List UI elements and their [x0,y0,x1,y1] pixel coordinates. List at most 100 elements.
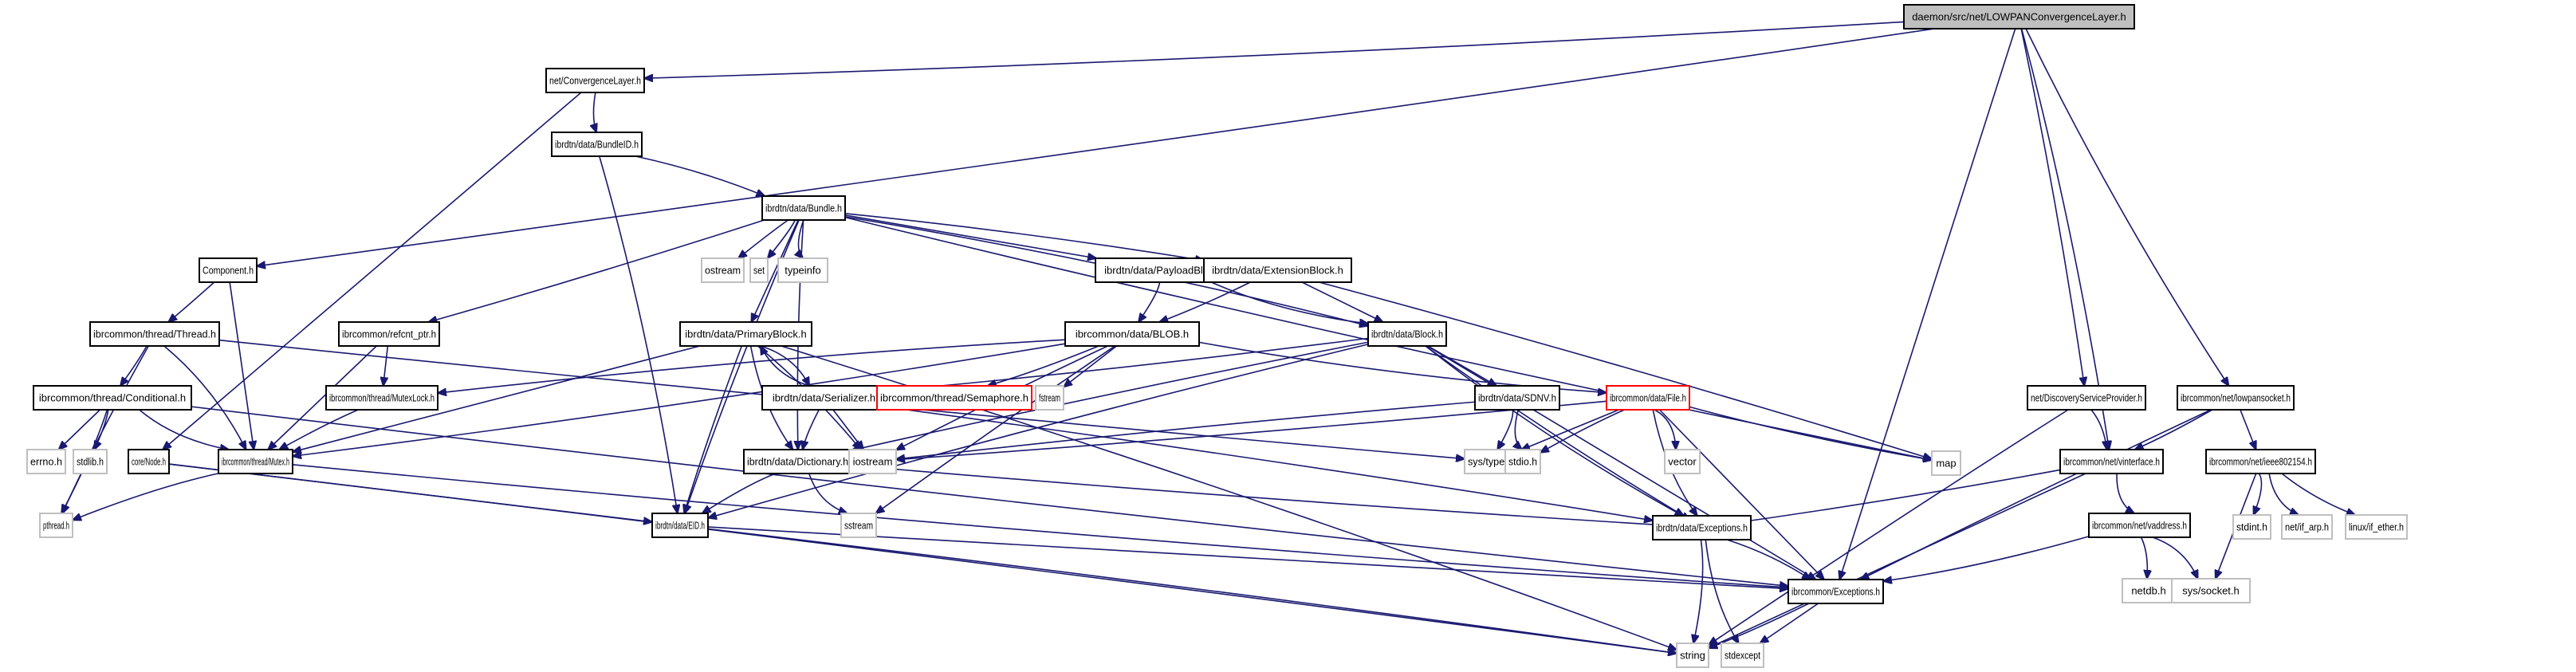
node-vector[interactable]: vector [1664,449,1701,474]
node-box-ostream[interactable] [701,257,745,283]
node-box-vaddress[interactable] [2088,513,2191,538]
node-mutex[interactable]: ibrcommon/thread/Mutex.h [218,449,293,474]
node-stdlib[interactable]: stdlib.h [73,449,108,474]
edge-thread-to-mutex [163,345,246,450]
node-fstream[interactable]: fstream [1035,385,1064,411]
node-refcnt[interactable]: ibrcommon/refcnt_ptr.h [338,321,440,347]
node-discovery[interactable]: net/DiscoveryServiceProvider.h [2027,385,2146,411]
node-sdnv[interactable]: ibrdtn/data/SDNV.h [1474,385,1560,411]
node-box-stdint[interactable] [2232,514,2271,540]
node-box-blob[interactable] [1064,321,1200,347]
node-stdio[interactable]: stdio.h [1504,449,1541,474]
node-box-iostream[interactable] [848,449,897,474]
node-box-sstream[interactable] [840,513,877,538]
node-thread[interactable]: ibrcommon/thread/Thread.h [89,321,220,347]
node-box-component[interactable] [199,257,258,283]
node-box-vinterface[interactable] [2059,449,2164,474]
node-box-extension[interactable] [1203,257,1352,283]
edge-conditional-to-commonexceptions [191,406,1788,586]
node-box-vector[interactable] [1664,449,1701,474]
node-box-commonexceptions[interactable] [1787,579,1884,604]
node-vinterface[interactable]: ibrcommon/net/vinterface.h [2059,449,2164,474]
node-stdint[interactable]: stdint.h [2232,514,2271,540]
node-commonexceptions[interactable]: ibrcommon/Exceptions.h [1787,579,1884,604]
node-vaddress[interactable]: ibrcommon/net/vaddress.h [2088,513,2191,538]
node-box-discovery[interactable] [2027,385,2146,411]
node-conditional[interactable]: ibrcommon/thread/Conditional.h [33,385,192,411]
node-box-typeinfo[interactable] [777,257,828,283]
node-box-ifarp[interactable] [2281,514,2333,540]
node-component[interactable]: Component.h [199,257,258,283]
node-box-convlayer[interactable] [545,68,645,93]
node-box-file[interactable] [1606,385,1690,411]
node-box-errno[interactable] [26,449,66,474]
node-ifarp[interactable]: net/if_arp.h [2281,514,2333,540]
edge-thread-to-pthread [62,345,149,513]
node-sstream[interactable]: sstream [840,513,877,538]
node-box-bundleid[interactable] [551,132,643,157]
node-convlayer[interactable]: net/ConvergenceLayer.h [545,68,645,93]
node-bundleid[interactable]: ibrdtn/data/BundleID.h [551,132,643,157]
node-box-ifether[interactable] [2345,514,2408,540]
node-set[interactable]: set [749,257,769,283]
node-ifether[interactable]: linux/if_ether.h [2345,514,2408,540]
node-label-stdint: stdint.h [2236,521,2267,533]
node-box-string[interactable] [1676,643,1709,668]
node-serializer[interactable]: ibrdtn/data/Serializer.h [761,385,887,411]
node-box-sdnv[interactable] [1474,385,1560,411]
node-block[interactable]: ibrdtn/data/Block.h [1367,321,1447,347]
node-dtnexceptions[interactable]: ibrdtn/data/Exceptions.h [1652,515,1752,540]
node-box-node[interactable] [128,449,170,474]
node-box-conditional[interactable] [33,385,192,411]
node-box-stdexcept[interactable] [1721,643,1764,668]
node-box-mutex[interactable] [218,449,293,474]
node-typeinfo[interactable]: typeinfo [777,257,828,283]
node-box-ieee[interactable] [2205,449,2316,474]
node-syssocket[interactable]: sys/socket.h [2171,578,2251,603]
node-box-pthread[interactable] [39,513,73,538]
node-eid[interactable]: ibrdtn/data/EID.h [651,513,709,538]
node-map[interactable]: map [1931,450,1961,476]
node-semaphore[interactable]: ibrcommon/thread/Semaphore.h [876,385,1032,411]
node-netdb[interactable]: netdb.h [2122,578,2176,603]
node-box-netdb[interactable] [2122,578,2176,603]
node-box-fstream[interactable] [1035,385,1064,411]
node-iostream[interactable]: iostream [848,449,897,474]
node-string[interactable]: string [1676,643,1709,668]
node-file[interactable]: ibrcommon/data/File.h [1606,385,1690,411]
node-box-set[interactable] [749,257,769,283]
node-box-lowpansocket[interactable] [2177,385,2295,411]
node-node[interactable]: core/Node.h [128,449,170,474]
node-bundle[interactable]: ibrdtn/data/Bundle.h [761,195,846,221]
node-box-dtnexceptions[interactable] [1652,515,1752,540]
edge-root-to-convlayer [644,21,1905,78]
node-extension[interactable]: ibrdtn/data/ExtensionBlock.h [1203,257,1352,283]
node-box-refcnt[interactable] [338,321,440,347]
node-label-lowpansocket: ibrcommon/net/lowpansocket.h [2181,392,2291,404]
node-ieee[interactable]: ibrcommon/net/ieee802154.h [2205,449,2316,474]
node-mutexlock[interactable]: ibrcommon/thread/MutexLock.h [325,385,439,411]
node-box-eid[interactable] [651,513,709,538]
edge-payload-to-block [1210,281,1368,324]
node-box-stdlib[interactable] [73,449,108,474]
node-dictionary[interactable]: ibrdtn/data/Dictionary.h [743,449,852,474]
node-box-thread[interactable] [89,321,220,347]
node-blob[interactable]: ibrcommon/data/BLOB.h [1064,321,1200,347]
node-box-map[interactable] [1931,450,1961,476]
node-ostream[interactable]: ostream [701,257,745,283]
node-lowpansocket[interactable]: ibrcommon/net/lowpansocket.h [2177,385,2295,411]
node-box-mutexlock[interactable] [325,385,439,411]
node-primary[interactable]: ibrdtn/data/PrimaryBlock.h [679,321,812,347]
node-box-bundle[interactable] [761,195,846,221]
node-box-block[interactable] [1367,321,1447,347]
node-box-primary[interactable] [679,321,812,347]
node-errno[interactable]: errno.h [26,449,66,474]
node-box-stdio[interactable] [1504,449,1541,474]
node-pthread[interactable]: pthread.h [39,513,73,538]
node-stdexcept[interactable]: stdexcept [1721,643,1764,668]
node-box-syssocket[interactable] [2171,578,2251,603]
edge-vaddress-to-syssocket [2152,536,2198,579]
node-box-root[interactable] [1903,4,2135,29]
node-root[interactable]: daemon/src/net/LOWPANConvergenceLayer.h [1903,4,2135,29]
node-box-semaphore[interactable] [876,385,1032,411]
